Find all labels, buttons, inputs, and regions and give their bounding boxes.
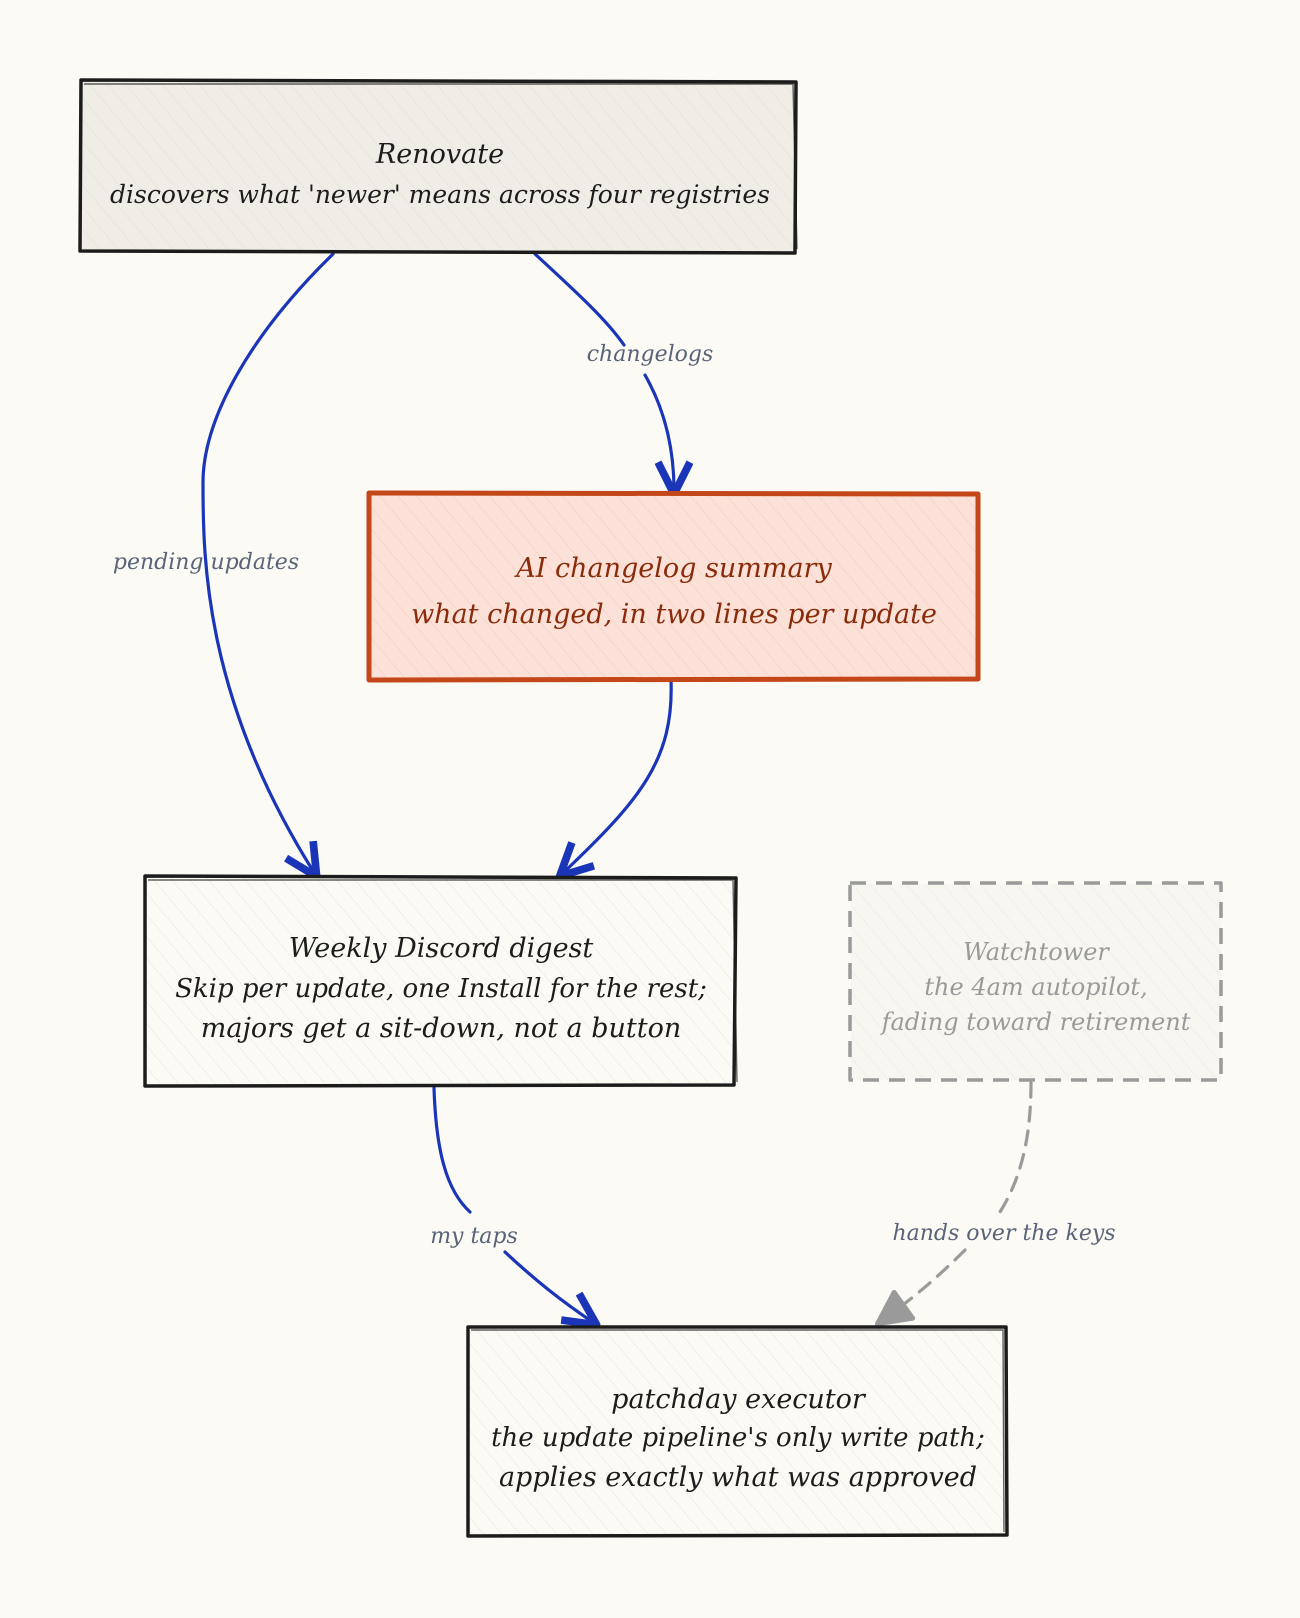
edge-label-pending-updates: pending updates [113,550,299,575]
arrow-my-taps-lower [503,1250,594,1323]
edge-label-changelogs: changelogs [587,342,714,367]
node-executor-line-2: the update pipeline's only write path; [491,1423,985,1453]
node-digest-line-2: Skip per update, one Install for the res… [175,974,707,1004]
node-weekly-discord-digest: Weekly Discord digest Skip per update, o… [143,874,738,1088]
node-executor-line-3: applies exactly what was approved [499,1462,977,1493]
edge-digest-to-executor [432,1086,594,1323]
edge-renovate-to-ai [533,252,674,491]
edge-ai-to-digest [562,678,673,874]
node-digest-title: Weekly Discord digest [289,933,594,964]
node-ai-changelog-summary: AI changelog summary what changed, in tw… [366,490,981,683]
node-patchday-executor: patchday executor the update pipeline's … [466,1325,1009,1538]
node-renovate-title: Renovate [375,139,504,170]
node-executor-title: patchday executor [611,1384,867,1415]
node-ai-summary-subtitle: what changed, in two lines per update [411,599,937,630]
node-ai-summary-title: AI changelog summary [513,553,832,584]
node-renovate: Renovate discovers what 'newer' means ac… [78,78,798,255]
arrow-changelogs-lower [643,373,674,491]
edge-renovate-to-digest [201,252,335,874]
node-digest-line-3: majors get a sit-down, not a button [201,1013,682,1044]
arrow-hands-over-lower [874,1248,967,1327]
node-watchtower: Watchtower the 4am autopilot, fading tow… [848,881,1223,1082]
edge-watchtower-to-executor [874,1081,1033,1327]
arrow-changelogs-upper [533,252,626,347]
node-watchtower-line-3: fading toward retirement [880,1008,1191,1036]
arrow-pending-updates [201,252,335,874]
node-watchtower-line-2: the 4am autopilot, [924,973,1147,1001]
edge-label-my-taps: my taps [430,1224,518,1249]
node-watchtower-title: Watchtower [963,938,1110,966]
edge-label-hands-over-keys: hands over the keys [892,1221,1115,1246]
arrow-my-taps-upper [432,1086,472,1214]
arrow-hands-over-upper [998,1081,1033,1214]
arrow-summary-to-digest [562,678,673,874]
node-renovate-subtitle: discovers what 'newer' means across four… [110,180,770,209]
